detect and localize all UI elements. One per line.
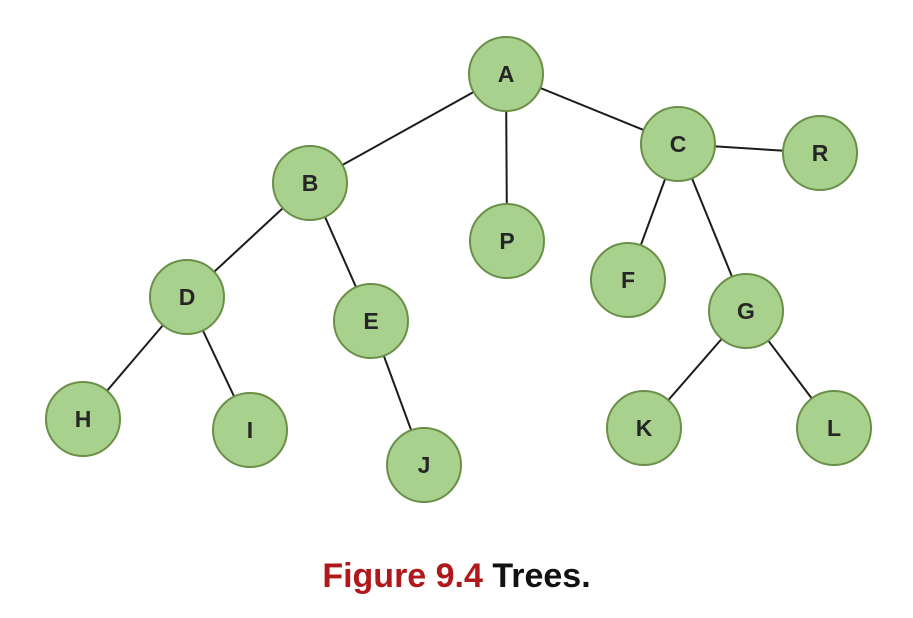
tree-node-label-L: L bbox=[827, 415, 841, 441]
tree-node-C: C bbox=[640, 106, 716, 182]
tree-node-label-P: P bbox=[499, 228, 514, 254]
tree-node-circle-B bbox=[272, 145, 348, 221]
tree-node-G: G bbox=[708, 273, 784, 349]
tree-nodes-layer: A B C R P F G D E H I J K L bbox=[45, 36, 872, 503]
tree-node-circle-R bbox=[782, 115, 858, 191]
tree-node-label-G: G bbox=[737, 298, 755, 324]
tree-node-circle-P bbox=[469, 203, 545, 279]
tree-node-circle-L bbox=[796, 390, 872, 466]
figure-caption: Figure 9.4 Trees. bbox=[0, 557, 913, 596]
tree-node-D: D bbox=[149, 259, 225, 335]
tree-node-I: I bbox=[212, 392, 288, 468]
tree-node-J: J bbox=[386, 427, 462, 503]
tree-node-circle-A bbox=[468, 36, 544, 112]
tree-node-F: F bbox=[590, 242, 666, 318]
tree-node-B: B bbox=[272, 145, 348, 221]
tree-node-label-A: A bbox=[498, 61, 515, 87]
tree-node-label-K: K bbox=[636, 415, 653, 441]
tree-node-label-H: H bbox=[75, 406, 92, 432]
tree-node-L: L bbox=[796, 390, 872, 466]
tree-node-label-F: F bbox=[621, 267, 635, 293]
tree-node-circle-C bbox=[640, 106, 716, 182]
tree-node-circle-K bbox=[606, 390, 682, 466]
tree-node-H: H bbox=[45, 381, 121, 457]
tree-node-circle-E bbox=[333, 283, 409, 359]
figure-caption-title: Trees. bbox=[482, 557, 591, 595]
tree-node-label-B: B bbox=[302, 170, 319, 196]
tree-node-circle-J bbox=[386, 427, 462, 503]
tree-node-circle-F bbox=[590, 242, 666, 318]
tree-node-K: K bbox=[606, 390, 682, 466]
tree-node-A: A bbox=[468, 36, 544, 112]
tree-node-P: P bbox=[469, 203, 545, 279]
tree-node-label-D: D bbox=[179, 284, 196, 310]
tree-node-circle-D bbox=[149, 259, 225, 335]
tree-node-E: E bbox=[333, 283, 409, 359]
tree-node-label-J: J bbox=[418, 452, 431, 478]
tree-node-R: R bbox=[782, 115, 858, 191]
tree-node-label-R: R bbox=[812, 140, 829, 166]
tree-node-label-E: E bbox=[363, 308, 378, 334]
tree-node-label-C: C bbox=[670, 131, 687, 157]
tree-node-circle-G bbox=[708, 273, 784, 349]
tree-node-label-I: I bbox=[247, 417, 253, 443]
figure-caption-number: Figure 9.4 bbox=[322, 557, 483, 595]
tree-node-circle-H bbox=[45, 381, 121, 457]
tree-node-circle-I bbox=[212, 392, 288, 468]
